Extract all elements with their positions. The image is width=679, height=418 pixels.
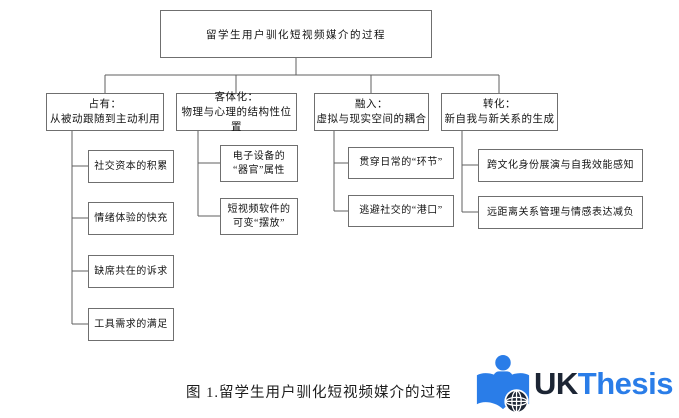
leaf-label: 远距离关系管理与情感表达减负	[487, 206, 634, 218]
logo-brand-primary: UK	[534, 366, 578, 401]
leaf-node: 电子设备的 “器官”属性	[220, 145, 298, 182]
leaf-node: 社交资本的积累	[88, 150, 174, 183]
leaf-node: 缺席共在的诉求	[88, 255, 174, 288]
leaf-node: 短视频软件的 可变“摆放”	[220, 198, 298, 235]
leaf-label: “器官”属性	[233, 164, 285, 176]
leaf-label: 情绪体验的快充	[94, 212, 168, 224]
leaf-node: 远距离关系管理与情感表达减负	[478, 196, 643, 229]
leaf-node: 情绪体验的快充	[88, 202, 174, 235]
reader-book-globe-icon	[476, 355, 530, 414]
branch-node-incorporation: 融入： 虚拟与现实空间的耦合	[314, 93, 429, 131]
leaf-label: 贯穿日常的“环节”	[359, 157, 443, 169]
leaf-node: 跨文化身份展演与自我效能感知	[478, 149, 643, 182]
ukthesis-logo: UKThesis	[474, 354, 674, 414]
leaf-label: 社交资本的积累	[94, 160, 168, 172]
branch-subtitle: 新自我与新关系的生成	[444, 114, 555, 125]
root-node-label: 留学生用户驯化短视频媒介的过程	[206, 29, 386, 41]
figure-caption: 图 1.留学生用户驯化短视频媒介的过程	[186, 385, 452, 401]
root-node: 留学生用户驯化短视频媒介的过程	[160, 10, 432, 58]
branch-node-possession: 占有： 从被动跟随到主动利用	[46, 93, 164, 131]
branch-subtitle: 虚拟与现实空间的耦合	[316, 114, 427, 125]
branch-subtitle: 物理与心理的结构性位置	[181, 106, 292, 133]
leaf-label: 可变“摆放”	[233, 217, 285, 229]
leaf-label: 逃避社交的“港口”	[359, 205, 443, 217]
leaf-label: 跨文化身份展演与自我效能感知	[487, 159, 634, 171]
branch-node-objectification: 客体化： 物理与心理的结构性位置	[176, 91, 297, 133]
branch-title: 客体化：	[214, 91, 259, 103]
logo-wordmark: UKThesis	[534, 354, 674, 414]
leaf-node: 逃避社交的“港口”	[348, 195, 454, 227]
logo-brand-secondary: Thesis	[577, 366, 674, 401]
leaf-node: 工具需求的满足	[88, 308, 174, 341]
branch-subtitle: 从被动跟随到主动利用	[50, 114, 160, 125]
leaf-label: 短视频软件的	[227, 204, 291, 215]
branch-node-conversion: 转化： 新自我与新关系的生成	[441, 93, 558, 131]
branch-title: 转化：	[483, 99, 516, 110]
leaf-node: 贯穿日常的“环节”	[348, 147, 454, 179]
leaf-label: 电子设备的	[232, 151, 286, 162]
branch-title: 占有：	[88, 99, 122, 110]
branch-title: 融入：	[355, 99, 388, 110]
leaf-label: 缺席共在的诉求	[94, 265, 168, 277]
leaf-label: 工具需求的满足	[94, 318, 168, 330]
